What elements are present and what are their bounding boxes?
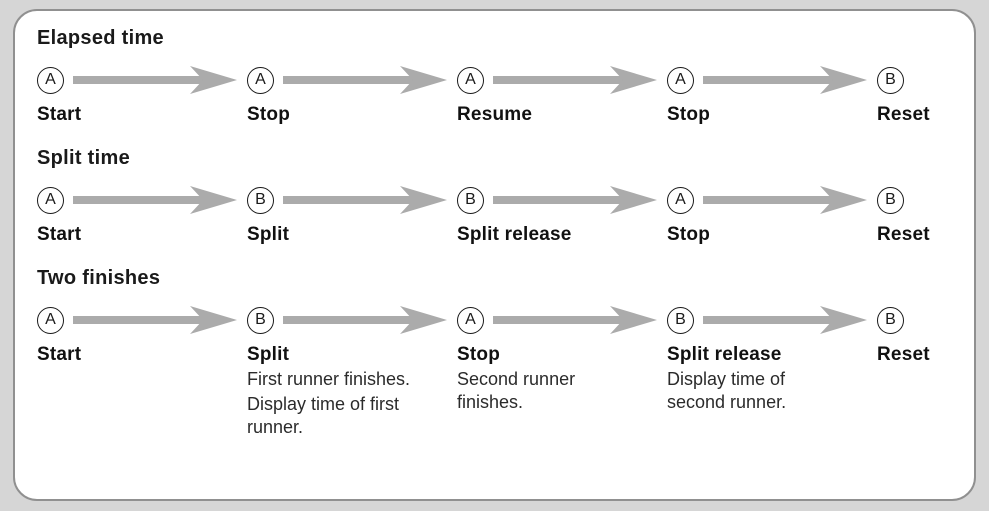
step-top-row: B bbox=[247, 185, 457, 215]
arrow-icon bbox=[283, 66, 447, 94]
arrow-icon bbox=[493, 186, 657, 214]
step-label: Reset bbox=[877, 104, 930, 125]
step: A Resume bbox=[457, 65, 667, 126]
step-label: Start bbox=[37, 224, 82, 245]
arrow-icon bbox=[283, 306, 447, 334]
step: B Reset bbox=[877, 305, 930, 366]
arrow-icon bbox=[73, 186, 237, 214]
arrow-icon bbox=[283, 186, 447, 214]
button-a-badge: A bbox=[247, 66, 274, 94]
arrow-icon bbox=[703, 306, 867, 334]
button-a-badge: A bbox=[37, 306, 64, 334]
button-b-badge: B bbox=[667, 306, 694, 334]
step-description: First runner finishes. bbox=[247, 369, 411, 389]
step-label: Split bbox=[247, 224, 290, 245]
step: B Reset bbox=[877, 65, 930, 126]
section-title: Elapsed time bbox=[37, 27, 164, 49]
step-top-row: A bbox=[667, 185, 877, 215]
flow-row: A Start B Split B Split release A Stop B Reset bbox=[37, 185, 966, 246]
step-top-row: B bbox=[877, 65, 930, 95]
arrow-icon bbox=[493, 66, 657, 94]
step-top-row: B bbox=[877, 185, 930, 215]
step-label: Stop bbox=[457, 344, 501, 365]
step-top-row: A bbox=[37, 185, 247, 215]
button-b-badge: B bbox=[877, 306, 904, 334]
step: B Split release bbox=[457, 185, 667, 246]
step-label: Split release bbox=[667, 344, 782, 365]
step-label: Split bbox=[247, 344, 290, 365]
button-b-badge: B bbox=[877, 186, 904, 214]
arrow-icon bbox=[73, 306, 237, 334]
arrow-icon bbox=[703, 186, 867, 214]
button-a-badge: A bbox=[457, 306, 484, 334]
button-a-badge: A bbox=[37, 66, 64, 94]
button-a-badge: A bbox=[667, 66, 694, 94]
button-b-badge: B bbox=[247, 186, 274, 214]
step-top-row: A bbox=[457, 305, 667, 335]
step-description: Second runner finishes. bbox=[457, 369, 576, 412]
button-b-badge: B bbox=[457, 186, 484, 214]
section-title: Two finishes bbox=[37, 267, 161, 289]
step: B Reset bbox=[877, 185, 930, 246]
step-top-row: B bbox=[247, 305, 457, 335]
step-label: Stop bbox=[667, 224, 711, 245]
button-a-badge: A bbox=[457, 66, 484, 94]
arrow-icon bbox=[493, 306, 657, 334]
step-top-row: B bbox=[667, 305, 877, 335]
step-label: Stop bbox=[667, 104, 711, 125]
step-top-row: A bbox=[457, 65, 667, 95]
step-description: Display time of first runner. bbox=[247, 393, 400, 437]
step: A Stop bbox=[667, 185, 877, 246]
step-label: Start bbox=[37, 104, 82, 125]
button-b-badge: B bbox=[877, 66, 904, 94]
button-a-badge: A bbox=[37, 186, 64, 214]
step: A Start bbox=[37, 185, 247, 246]
step-top-row: B bbox=[457, 185, 667, 215]
step-label: Stop bbox=[247, 104, 291, 125]
button-b-badge: B bbox=[247, 306, 274, 334]
step: A Start bbox=[37, 305, 247, 366]
arrow-icon bbox=[73, 66, 237, 94]
step-top-row: A bbox=[247, 65, 457, 95]
step-label: Reset bbox=[877, 344, 930, 365]
step-top-row: A bbox=[37, 65, 247, 95]
step-top-row: B bbox=[877, 305, 930, 335]
step-label: Split release bbox=[457, 224, 572, 245]
step-description: Display time of second runner. bbox=[667, 369, 787, 412]
step: A Start bbox=[37, 65, 247, 126]
step: A Stop bbox=[667, 65, 877, 126]
step-top-row: A bbox=[667, 65, 877, 95]
step-label: Resume bbox=[457, 104, 533, 125]
flow-row: A Start A Stop A Resume A Stop B Reset bbox=[37, 65, 966, 126]
step: B Split bbox=[247, 185, 457, 246]
button-a-badge: A bbox=[667, 186, 694, 214]
step-label: Start bbox=[37, 344, 82, 365]
step-label: Reset bbox=[877, 224, 930, 245]
step-top-row: A bbox=[37, 305, 247, 335]
section-title: Split time bbox=[37, 147, 131, 169]
arrow-icon bbox=[703, 66, 867, 94]
step: A Stop bbox=[247, 65, 457, 126]
